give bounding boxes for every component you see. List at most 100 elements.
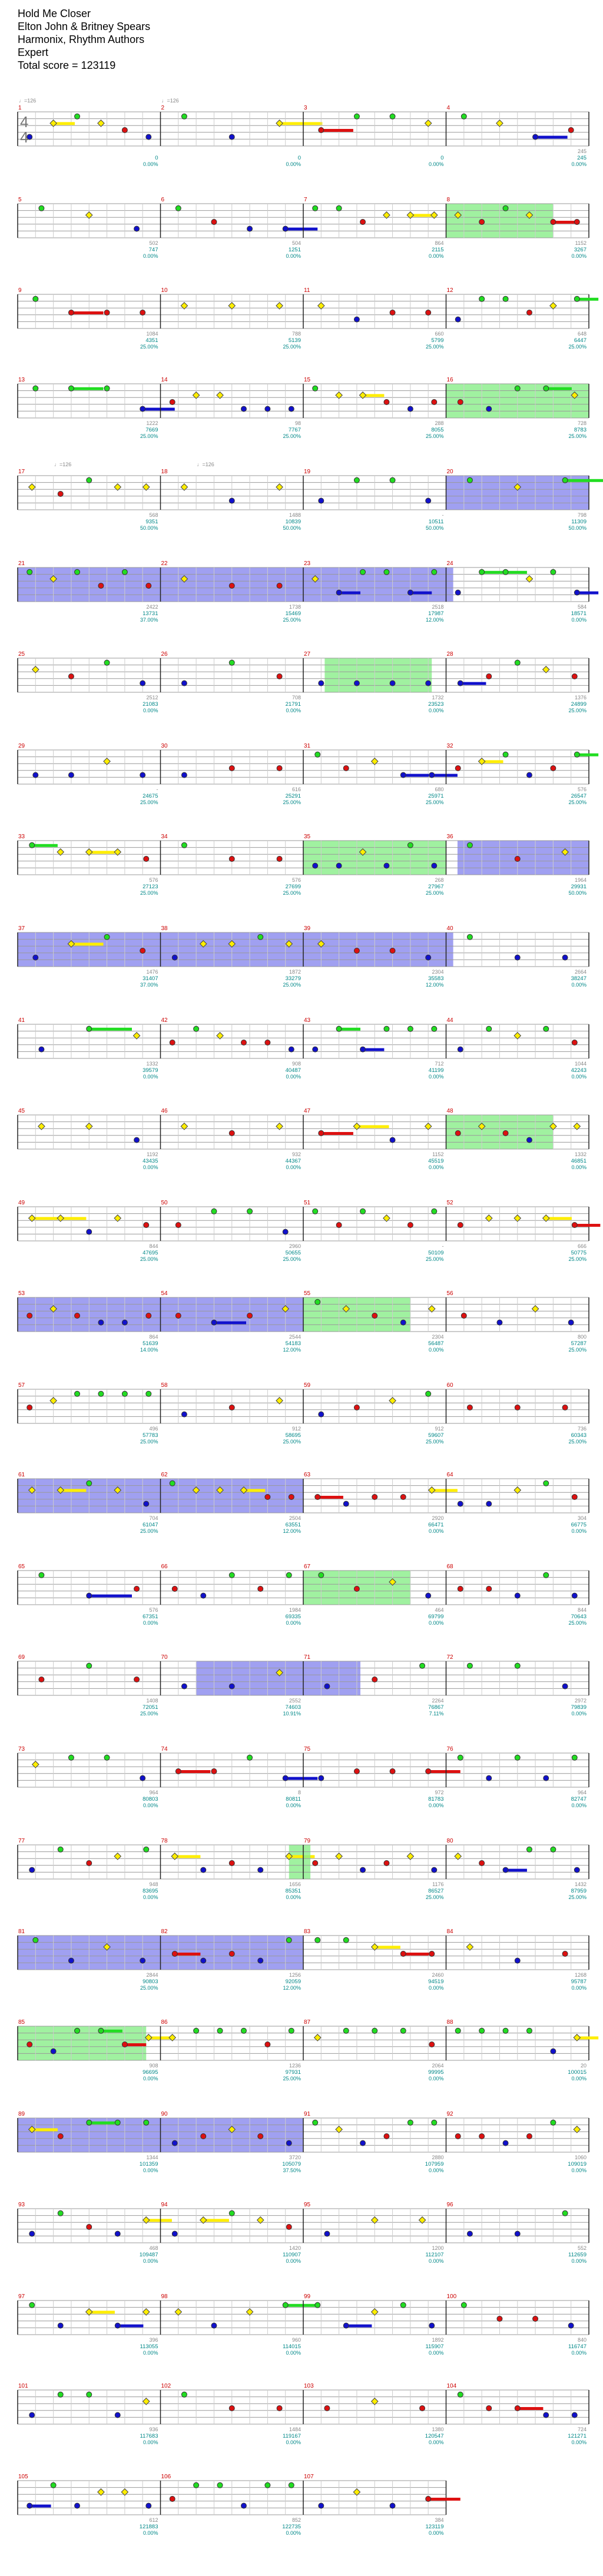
note-gem <box>240 1040 247 1045</box>
note-gem <box>419 1662 426 1669</box>
measure-number: 10 <box>161 287 168 294</box>
note-gem <box>457 2391 463 2398</box>
note-cymbal <box>549 302 557 310</box>
measure-number: 71 <box>304 1654 311 1661</box>
note-cymbal <box>513 483 522 491</box>
note-gem <box>514 856 521 862</box>
note-gem <box>228 1951 235 1957</box>
cumulative-score: 25971 <box>428 793 443 799</box>
note-cymbal <box>168 2034 177 2041</box>
note-gem <box>140 948 146 954</box>
score-diff: 844 <box>578 1607 587 1613</box>
measure-51 <box>303 1206 446 1241</box>
note-gem <box>264 2482 271 2488</box>
measure-44 <box>445 1024 589 1059</box>
note-gem <box>175 1768 181 1774</box>
note-gem <box>407 842 413 848</box>
measure-number: 31 <box>304 743 311 749</box>
sustain-note <box>285 1777 318 1780</box>
sp-percent: 0.00% <box>429 1347 444 1353</box>
note-cymbal <box>192 1486 200 1494</box>
note-gem <box>32 954 39 961</box>
cumulative-score: 99995 <box>428 2069 443 2076</box>
sp-percent: 0.00% <box>143 2167 158 2173</box>
measure-number: 54 <box>161 1290 168 1297</box>
note-gem <box>526 1137 532 1143</box>
measure-15 <box>303 383 446 419</box>
note-gem <box>431 1208 438 1214</box>
score-diff: 568 <box>149 512 158 518</box>
sp-percent: 0.00% <box>429 2167 444 2173</box>
activation-region <box>446 567 453 602</box>
measure-number: 3 <box>304 105 307 111</box>
measure-number: 13 <box>18 377 25 383</box>
sustain-note <box>203 2219 229 2222</box>
note-cymbal <box>142 2398 150 2405</box>
sp-percent: 25.00% <box>568 708 587 713</box>
note-gem <box>312 1860 319 1866</box>
cumulative-score: 60343 <box>571 1432 587 1439</box>
note-gem <box>228 583 235 589</box>
sustain-note <box>410 214 432 217</box>
cumulative-score: 110907 <box>283 2252 301 2258</box>
note-gem <box>425 954 432 961</box>
bpm-marker: ♩=126 <box>19 98 36 104</box>
note-gem <box>175 205 181 211</box>
score-diff: 728 <box>578 420 587 426</box>
measure-86 <box>160 2026 303 2061</box>
cumulative-score: 0 <box>440 155 443 161</box>
note-gem <box>98 1319 104 1326</box>
measure-number: 18 <box>161 469 168 475</box>
score-diff: 1152 <box>432 1151 443 1157</box>
sp-percent: 25.00% <box>426 1894 444 1900</box>
cumulative-score: 63551 <box>286 1522 301 1528</box>
note-cymbal <box>353 2488 361 2496</box>
measure-number: 25 <box>18 651 25 658</box>
note-gem <box>479 569 485 575</box>
cumulative-score: 24899 <box>571 701 587 708</box>
cumulative-score: 11309 <box>571 519 587 525</box>
note-cymbal <box>370 1943 379 1951</box>
measure-number: 59 <box>304 1382 311 1389</box>
note-gem <box>286 1572 292 1578</box>
note-gem <box>318 127 324 133</box>
cumulative-score: 44367 <box>286 1158 301 1164</box>
score-diff: 708 <box>292 695 301 701</box>
note-gem <box>193 2027 200 2034</box>
cumulative-score: 0 <box>155 155 158 161</box>
sp-percent: 0.00% <box>143 253 158 259</box>
cumulative-score: 18571 <box>571 610 587 617</box>
measure-number: 56 <box>447 1290 454 1297</box>
note-gem <box>407 589 413 596</box>
note-gem <box>240 2027 247 2034</box>
sp-percent: 0.00% <box>286 1894 301 1900</box>
measure-number: 35 <box>304 834 311 840</box>
sp-percent: 0.00% <box>143 2530 158 2536</box>
cumulative-score: 83695 <box>143 1888 158 1894</box>
note-gem <box>86 477 92 483</box>
sustain-note <box>32 844 58 847</box>
measure-73 <box>17 1752 161 1788</box>
cumulative-score: 46851 <box>571 1158 587 1164</box>
note-gem <box>68 673 74 679</box>
sp-percent: 0.00% <box>286 1802 301 1808</box>
measure-60 <box>445 1389 589 1424</box>
score-diff: 908 <box>292 1061 301 1067</box>
measure-11 <box>303 294 446 329</box>
note-cymbal <box>573 2126 581 2133</box>
sustain-note <box>432 1489 458 1492</box>
measure-number: 66 <box>161 1563 168 1570</box>
cumulative-score: 116747 <box>568 2343 587 2350</box>
score-diff: 908 <box>149 2063 158 2069</box>
sp-percent: 12.00% <box>426 617 444 623</box>
note-gem <box>29 2230 35 2237</box>
note-gem <box>353 680 360 686</box>
sp-percent: 25.00% <box>283 890 301 896</box>
measure-80 <box>445 1844 589 1880</box>
note-cymbal <box>389 1397 396 1405</box>
sustain-note <box>89 2121 115 2124</box>
note-gem <box>26 1405 33 1410</box>
cumulative-score: 27699 <box>286 884 301 890</box>
sustain-note <box>174 1953 201 1956</box>
measure-100 <box>445 2300 589 2335</box>
